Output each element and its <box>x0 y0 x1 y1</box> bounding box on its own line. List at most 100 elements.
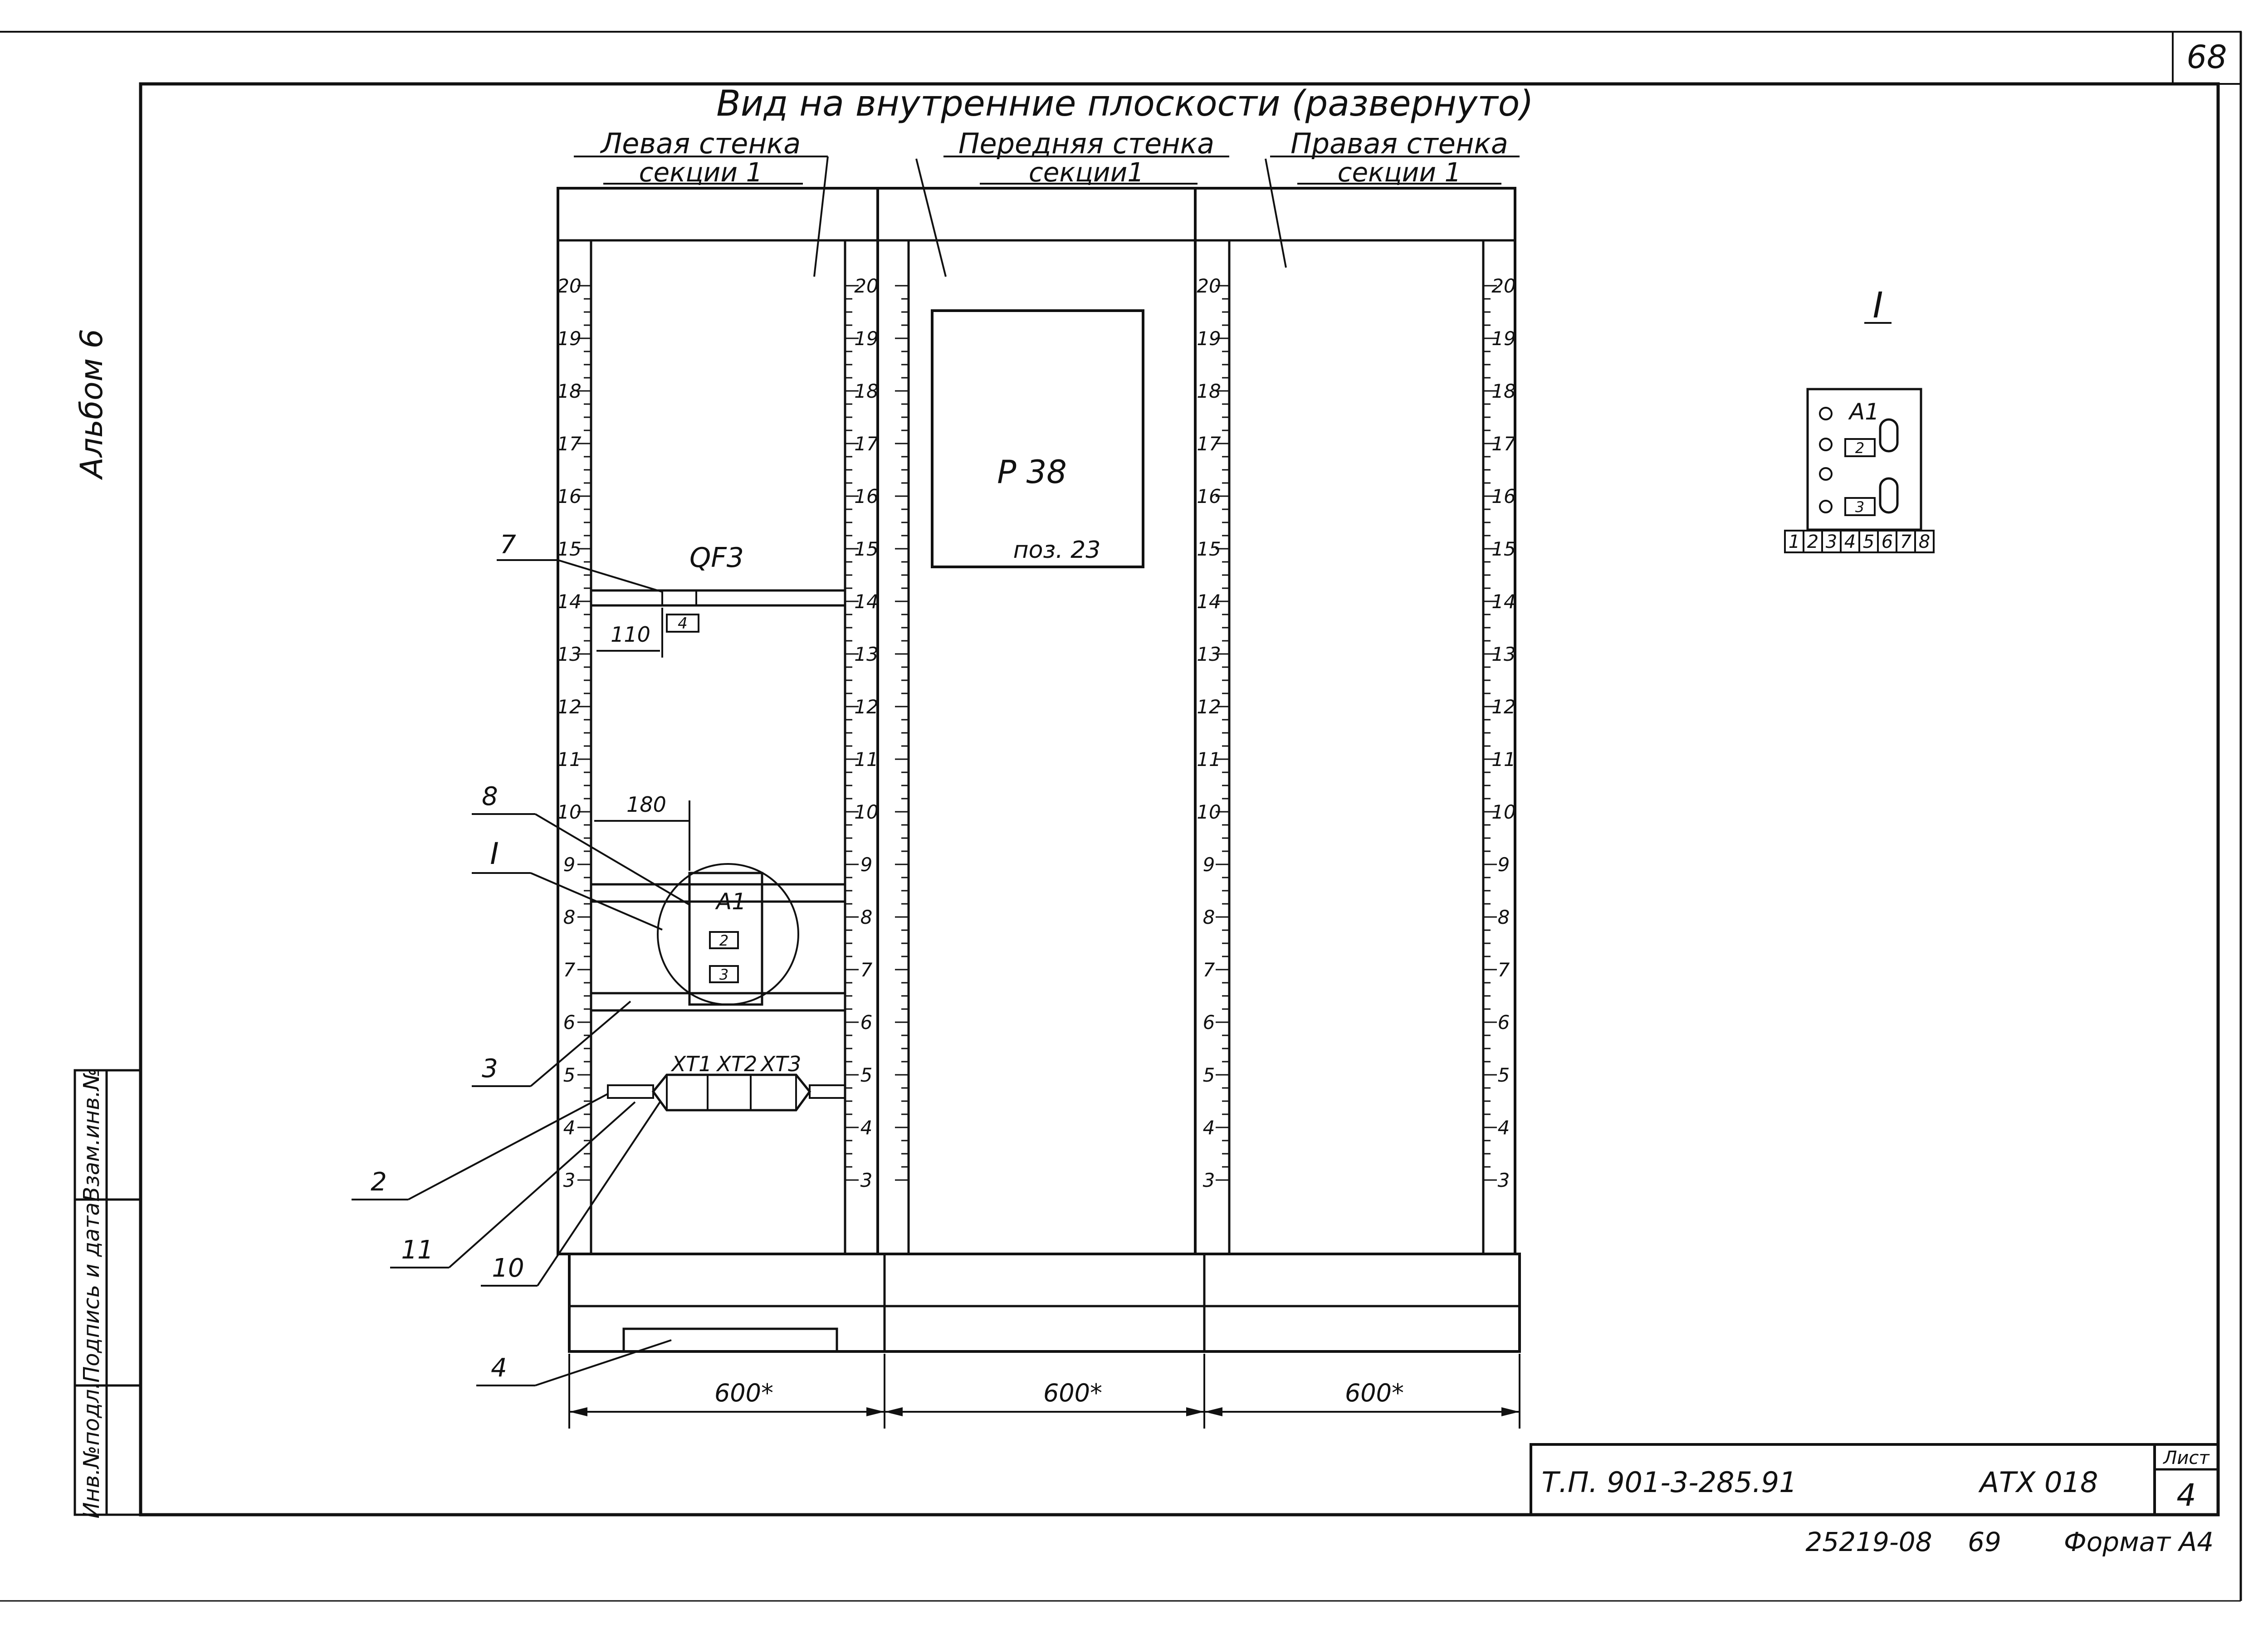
detail-terminal-number: 1 <box>1789 532 1800 552</box>
scale-number: 14 <box>1197 590 1221 613</box>
scale-number: 18 <box>1197 380 1221 402</box>
a1-dimension: 180 <box>626 792 666 817</box>
scale-strip-1: 20 19 18 17 16 15 14 13 12 11 10 9 8 7 6… <box>557 275 582 1191</box>
detail-terminal-number: 2 <box>1807 532 1818 552</box>
scale-number: 18 <box>1491 380 1515 402</box>
scale-number: 14 <box>1491 590 1515 613</box>
terminal-xt3: XT3 <box>760 1052 802 1076</box>
bottom-dimensions: 600* 600* 600* <box>568 1354 1520 1429</box>
front-wall-subtitle: секции1 <box>1029 157 1144 188</box>
scale-number: 11 <box>854 748 878 771</box>
title-block-sheet-number: 4 <box>2176 1478 2196 1513</box>
scale-number: 6 <box>1498 1011 1510 1034</box>
scale-number: 20 <box>1197 275 1221 297</box>
qf3-rail: 4 QF3 110 <box>591 542 845 658</box>
scale-number: 10 <box>1197 801 1221 823</box>
detail-terminal-number: 4 <box>1844 532 1856 552</box>
scale-number: 20 <box>854 275 878 297</box>
scale-number: 16 <box>1197 485 1221 507</box>
title-block-mark: АТХ 018 <box>1978 1466 2098 1499</box>
scale-number: 15 <box>1491 538 1515 560</box>
left-wall-subtitle: секции 1 <box>639 157 763 188</box>
qf3-dimension: 110 <box>611 622 650 647</box>
detail-terminal-number: 6 <box>1882 532 1893 552</box>
scale-number: 10 <box>557 801 581 823</box>
footer-format: Формат А4 <box>2064 1527 2214 1557</box>
detail-I: I A1 2 3 1 2 3 4 5 6 7 8 <box>1784 285 1935 553</box>
scale-number: 3 <box>1498 1169 1510 1191</box>
scale-number: 20 <box>557 275 581 297</box>
sheet-corner-number: 68 <box>2186 39 2227 76</box>
scale-number: 16 <box>854 485 878 507</box>
scale-number: 14 <box>557 590 581 613</box>
scale-number: 11 <box>557 748 581 771</box>
leader-2: 2 <box>371 1167 387 1197</box>
scale-number: 10 <box>854 801 878 823</box>
scale-number: 5 <box>563 1064 576 1086</box>
footer-number: 25219-08 <box>1805 1527 1932 1557</box>
scale-number: 5 <box>860 1064 873 1086</box>
detail-terminal-number: 5 <box>1863 532 1874 552</box>
scale-strip-3: 20 19 18 17 16 15 14 13 12 11 10 9 8 7 6… <box>1197 275 1221 1191</box>
scale-number: 19 <box>854 327 878 350</box>
title-block-code: Т.П. 901-3-285.91 <box>1541 1466 1797 1499</box>
scale-number: 15 <box>1197 538 1221 560</box>
scale-number: 7 <box>860 959 873 981</box>
scale-number: 8 <box>1498 906 1510 928</box>
scale-number: 17 <box>1197 433 1221 455</box>
scale-number: 7 <box>1498 959 1510 981</box>
device-p38-pos: поз. 23 <box>1013 537 1101 564</box>
scale-number: 16 <box>557 485 581 507</box>
left-wall-title: Левая стенка <box>600 127 801 160</box>
side-stamp-replace: Взам.инв.№ <box>79 1068 104 1201</box>
scale-strip-2: 20 19 18 17 16 15 14 13 12 11 10 9 8 7 6… <box>854 275 879 1191</box>
scale-number: 19 <box>1491 327 1515 350</box>
device-p38-label: Р 38 <box>997 454 1067 491</box>
leader-11: 11 <box>401 1235 433 1265</box>
scale-number: 19 <box>1197 327 1221 350</box>
terminal-rail: XT1 XT2 XT3 <box>607 1052 846 1112</box>
qf3-label: QF3 <box>689 542 744 574</box>
scale-number: 11 <box>1491 748 1515 771</box>
scale-number: 11 <box>1197 748 1221 771</box>
scale-number: 18 <box>557 380 581 402</box>
leader-10: 10 <box>492 1254 524 1283</box>
qf3-box-number: 4 <box>678 615 688 633</box>
dim-front-wall: 600* <box>1043 1379 1102 1407</box>
detail-terminal-number: 8 <box>1919 532 1930 552</box>
detail-terminal-number: 7 <box>1900 532 1912 552</box>
scale-number: 9 <box>1498 854 1510 876</box>
scale-number: 4 <box>1203 1117 1215 1139</box>
scale-number: 7 <box>563 959 576 981</box>
scale-number: 16 <box>1491 485 1515 507</box>
leader-4: 4 <box>491 1353 507 1383</box>
front-wall-title: Передняя стенка <box>958 127 1214 160</box>
leader-3: 3 <box>482 1054 498 1083</box>
scale-number: 12 <box>557 696 581 718</box>
scale-number: 9 <box>860 854 873 876</box>
a1-box2-number: 2 <box>719 932 728 949</box>
detail-I-box2: 2 <box>1855 439 1864 457</box>
scale-number: 8 <box>1203 906 1215 928</box>
scale-number: 4 <box>860 1117 873 1139</box>
scale-number: 17 <box>557 433 582 455</box>
detail-terminal-number: 3 <box>1826 532 1837 552</box>
scale-number: 14 <box>854 590 878 613</box>
scale-number: 12 <box>1197 696 1221 718</box>
scale-number: 19 <box>557 327 581 350</box>
title-block: Т.П. 901-3-285.91 АТХ 018 Лист 4 <box>1530 1443 2219 1516</box>
right-wall-subtitle: секции 1 <box>1338 157 1461 188</box>
detail-terminal-cell <box>1784 530 1804 553</box>
side-stamp-inv: Инв.№подл. <box>79 1382 104 1519</box>
scale-number: 6 <box>860 1011 873 1034</box>
title-block-sheet-label: Лист <box>2162 1448 2210 1468</box>
detail-I-title: I <box>1872 285 1883 326</box>
scale-number: 6 <box>563 1011 576 1034</box>
scale-number: 4 <box>563 1117 576 1139</box>
position-leaders: 7 8 I 3 2 11 10 4 <box>352 530 690 1386</box>
sheet-border <box>0 31 2242 1602</box>
scale-ticks <box>577 285 1497 1181</box>
dim-left-wall: 600* <box>714 1379 773 1407</box>
